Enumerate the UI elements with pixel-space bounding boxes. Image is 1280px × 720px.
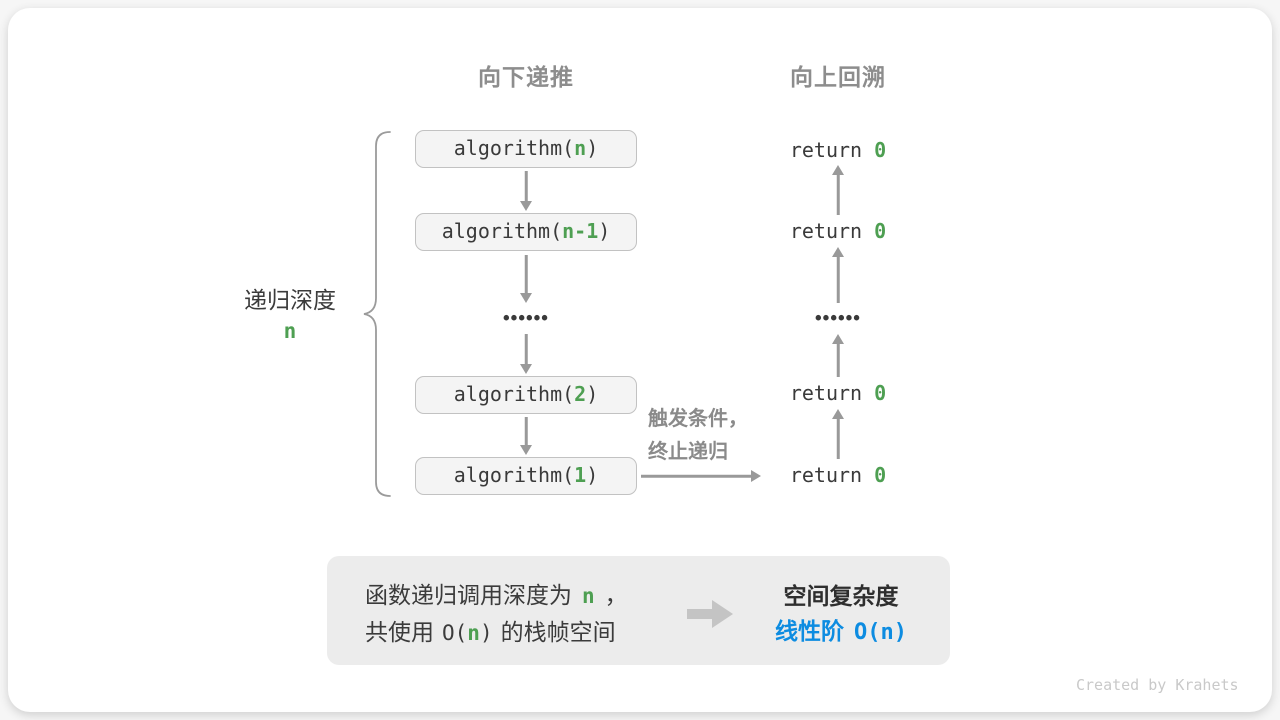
depth-label: 递归深度 xyxy=(244,287,336,313)
summary-line2: 共使用 O(n) 的栈帧空间 xyxy=(365,614,628,651)
code-arg: 1 xyxy=(574,463,587,487)
code-text: algorithm( xyxy=(441,219,563,243)
arrow-down-icon xyxy=(518,171,534,211)
code-text: ) xyxy=(586,382,599,406)
return-value: 0 xyxy=(874,138,887,162)
call-box-n: algorithm(n) xyxy=(415,130,637,168)
trigger-note: 触发条件， 终止递归 xyxy=(648,403,748,469)
code-text: return xyxy=(789,219,875,243)
code-text: ) xyxy=(479,621,493,645)
big-o-notation: O(n) xyxy=(854,620,907,645)
return-statement: return 0 xyxy=(765,463,911,487)
call-box-n-1: algorithm(n-1) xyxy=(415,213,637,251)
trigger-note-line1: 触发条件， xyxy=(648,408,748,430)
code-arg: 2 xyxy=(574,382,587,406)
depth-variable: n xyxy=(283,319,297,343)
return-statement: return 0 xyxy=(765,381,911,405)
brace-icon xyxy=(363,131,391,497)
summary-box xyxy=(327,556,950,665)
return-value: 0 xyxy=(874,463,887,487)
code-text: algorithm( xyxy=(453,136,575,160)
code-text: algorithm( xyxy=(453,382,575,406)
summary-text: 共使用 xyxy=(365,619,434,645)
return-value: 0 xyxy=(874,381,887,405)
arrow-up-icon xyxy=(830,247,846,303)
arrow-down-icon xyxy=(518,334,534,374)
arrow-up-icon xyxy=(830,165,846,215)
summary-text: ， xyxy=(604,582,628,608)
complexity-order-label: 线性阶 xyxy=(775,618,844,644)
code-text: O( xyxy=(442,621,468,645)
code-text: ) xyxy=(598,219,611,243)
summary-text: 的栈帧空间 xyxy=(500,619,616,645)
summary-text: 函数递归调用深度为 xyxy=(365,582,572,608)
block-arrow-right-icon xyxy=(687,600,733,628)
code-text: algorithm( xyxy=(453,463,575,487)
header-recurse-down: 向下递推 xyxy=(478,64,574,90)
code-text: return xyxy=(789,463,875,487)
code-arg: n xyxy=(574,136,587,160)
arrow-right-icon xyxy=(641,469,761,483)
call-box-1: algorithm(1) xyxy=(415,457,637,495)
header-backtrack-up: 向上回溯 xyxy=(790,64,886,90)
ellipsis-right: •••••• xyxy=(815,308,861,329)
variable-n: n xyxy=(467,621,480,645)
summary-line1: 函数递归调用深度为 n ， xyxy=(365,577,628,614)
code-arg: n-1 xyxy=(562,219,599,243)
return-statement: return 0 xyxy=(765,219,911,243)
complexity-title: 空间复杂度 xyxy=(783,583,899,609)
big-o-notation: O(n) xyxy=(442,621,493,645)
code-text: ) xyxy=(586,463,599,487)
arrow-up-icon xyxy=(830,409,846,459)
arrow-down-icon xyxy=(518,255,534,303)
code-text: return xyxy=(789,138,875,162)
call-box-2: algorithm(2) xyxy=(415,376,637,414)
arrow-down-icon xyxy=(518,417,534,455)
code-text: return xyxy=(789,381,875,405)
code-text: ) xyxy=(586,136,599,160)
variable-n: n xyxy=(582,584,595,608)
trigger-note-line2: 终止递归 xyxy=(648,441,728,463)
footer-credit: Created by Krahets xyxy=(1076,676,1239,694)
complexity-value: 线性阶 O(n) xyxy=(752,612,930,646)
return-value: 0 xyxy=(874,219,887,243)
return-statement: return 0 xyxy=(765,138,911,162)
ellipsis-left: •••••• xyxy=(503,308,549,329)
arrow-up-icon xyxy=(830,334,846,377)
